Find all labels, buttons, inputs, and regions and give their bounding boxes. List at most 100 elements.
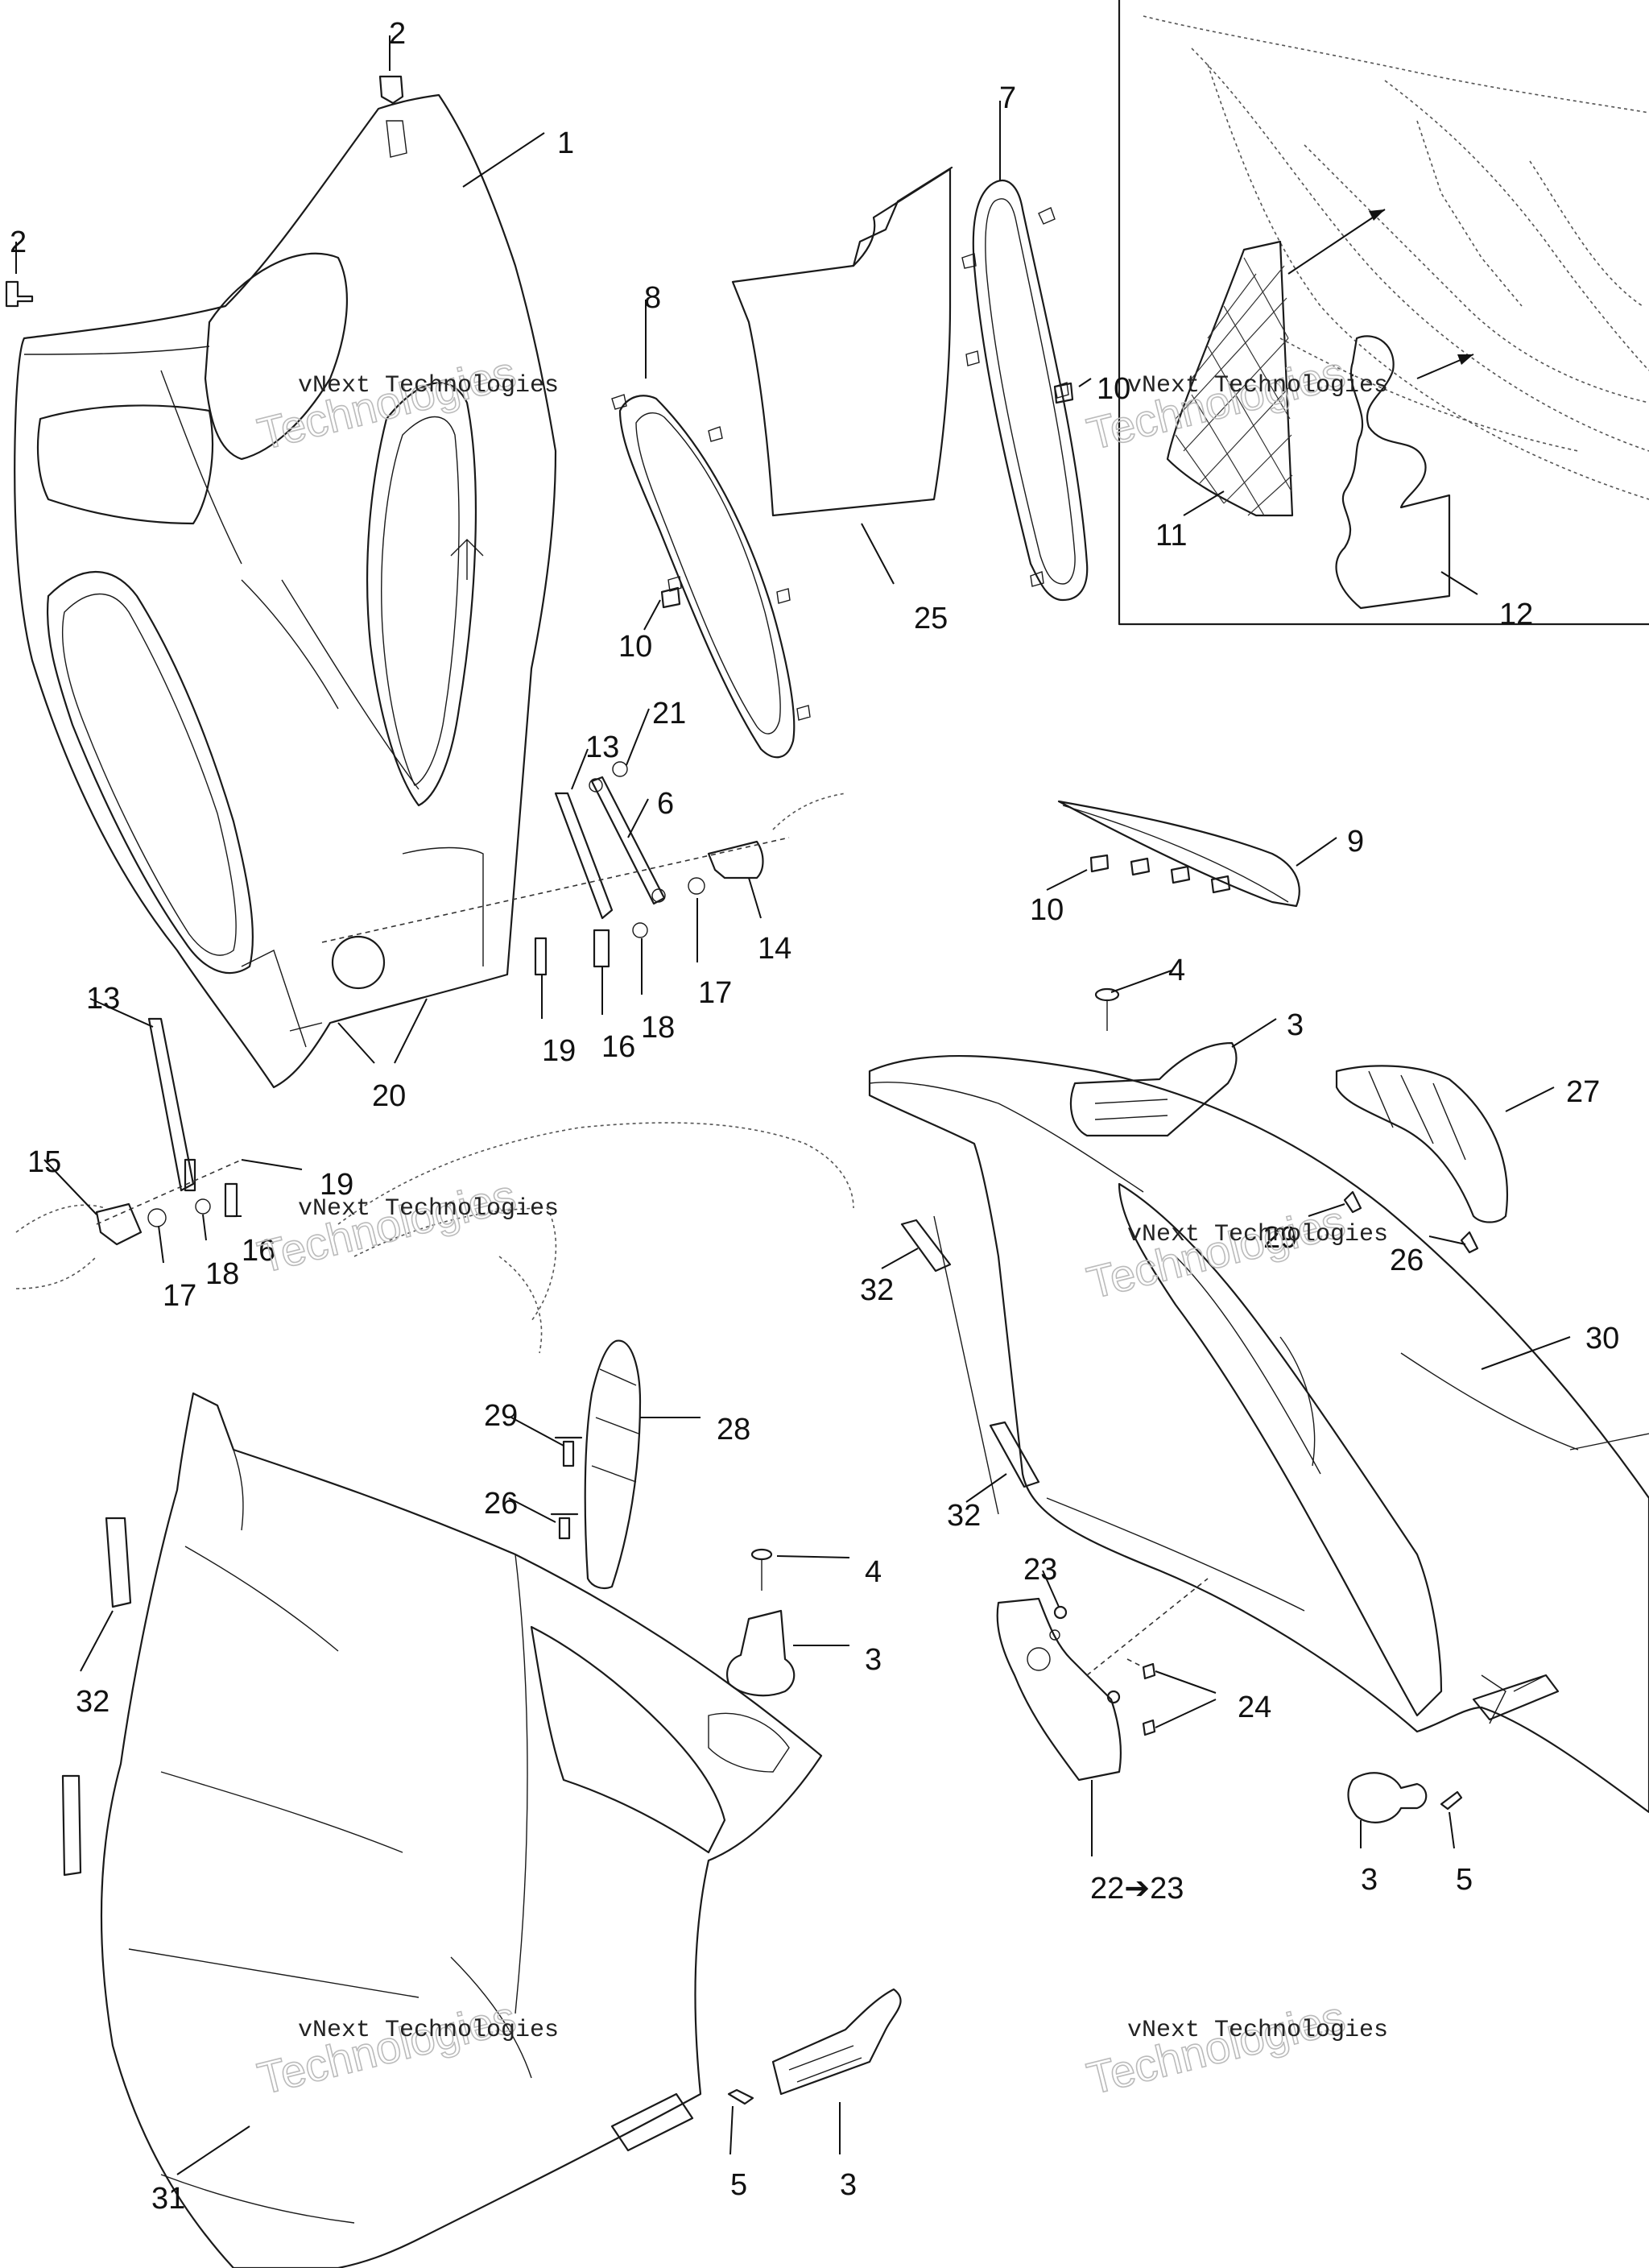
part-13-6-14-brackets — [321, 761, 846, 976]
callout-c5b: 5 — [730, 2168, 747, 2202]
callout-c29b: 29 — [484, 1399, 518, 1433]
callout-c28: 28 — [717, 1413, 750, 1446]
part-1-side-panel — [14, 93, 557, 1089]
watermark-brand-text: vNext Technologies — [1127, 1221, 1388, 1248]
callout-c24: 24 — [1238, 1691, 1271, 1724]
watermark-ghost-text: Technologies — [253, 1991, 520, 2104]
callout-c1: 1 — [557, 126, 574, 160]
screws-26-29 — [550, 1190, 1479, 1540]
callout-c32c: 32 — [76, 1685, 110, 1719]
part-8-vent-frame — [611, 394, 811, 759]
part-28-trim — [584, 1339, 642, 1590]
watermark-wm-a: Technologies — [252, 346, 521, 460]
callout-c17a: 17 — [698, 976, 732, 1010]
callout-c2b: 2 — [10, 226, 27, 259]
part-3-handle-lower — [771, 1988, 902, 2096]
callout-c12: 12 — [1499, 598, 1533, 631]
part-5-screw-right — [1440, 1790, 1463, 1811]
watermark-ghost-text: Technologies — [253, 1169, 520, 1282]
callout-c8: 8 — [644, 281, 661, 315]
part-32-strips — [61, 1219, 1040, 1877]
callout-c11: 11 — [1155, 519, 1187, 553]
callout-c21: 21 — [652, 697, 686, 730]
watermark-ghost-text: Technologies — [1082, 346, 1349, 459]
callout-c25: 25 — [914, 602, 948, 635]
part-25-gasket — [731, 166, 953, 517]
inset-detail-box — [1118, 0, 1649, 626]
callout-c10a: 10 — [1097, 372, 1130, 406]
part-22-latch-plate — [996, 1578, 1209, 1782]
watermark-ghost-text: Technologies — [1082, 1991, 1349, 2104]
part-12-foam-block — [1335, 335, 1451, 610]
callout-c10b: 10 — [618, 630, 652, 664]
callout-c29a: 29 — [1263, 1221, 1297, 1255]
callout-c16b: 16 — [242, 1234, 275, 1268]
leader-lines — [15, 35, 1571, 2175]
callout-c3a: 3 — [1287, 1008, 1304, 1042]
callout-c9: 9 — [1347, 825, 1364, 859]
part-5-screw-lower — [727, 2088, 754, 2105]
part-7-vent-frame — [961, 180, 1089, 602]
watermark-ghost-text: Technologies — [1082, 1195, 1349, 1308]
part-31-side-panel — [101, 1392, 823, 2268]
callout-c27: 27 — [1566, 1075, 1600, 1109]
callout-c22: 22➔23 — [1090, 1872, 1184, 1906]
callout-c31: 31 — [151, 2182, 185, 2216]
callout-c4b: 4 — [865, 1555, 882, 1589]
part-27-trim — [1335, 1065, 1509, 1223]
callout-c17b: 17 — [163, 1279, 196, 1313]
part-3-handle-upper — [1069, 1041, 1238, 1137]
callout-c23: 23 — [1023, 1553, 1057, 1587]
part-13-15-left-brackets — [15, 1017, 242, 1289]
callout-c13b: 13 — [86, 982, 120, 1016]
callout-c19b: 19 — [320, 1168, 353, 1202]
watermark-brand-text: vNext Technologies — [298, 1195, 559, 1223]
part-2-clip-left — [5, 280, 34, 308]
watermark-ghost-text: Technologies — [253, 346, 520, 459]
part-30-side-panel — [868, 1054, 1649, 1814]
callout-c30: 30 — [1585, 1322, 1619, 1355]
part-4-pin-upper — [1094, 987, 1120, 1031]
callout-c5a: 5 — [1456, 1863, 1473, 1897]
part-9-trim-strip — [1057, 800, 1300, 908]
callout-c32a: 32 — [860, 1273, 894, 1307]
watermark-wm-e: Technologies — [252, 1990, 521, 2105]
watermark-brand-text: vNext Technologies — [1127, 2017, 1388, 2044]
watermark-brand-text: vNext Technologies — [1127, 372, 1388, 399]
callout-c3c: 3 — [1361, 1863, 1378, 1897]
callout-c26a: 26 — [1390, 1244, 1424, 1277]
callout-c14: 14 — [758, 932, 791, 966]
part-4-pin-mid — [750, 1548, 773, 1591]
watermark-brand-text: vNext Technologies — [298, 2017, 559, 2044]
callout-c10c: 10 — [1030, 893, 1064, 927]
callout-c15: 15 — [27, 1145, 61, 1179]
callout-c7: 7 — [999, 81, 1016, 115]
chassis-ghost-left — [337, 1122, 854, 1354]
callout-c19a: 19 — [542, 1034, 576, 1068]
callout-c32b: 32 — [947, 1499, 981, 1533]
callout-c16a: 16 — [601, 1030, 635, 1064]
callout-c6: 6 — [657, 787, 674, 821]
callout-c13a: 13 — [585, 730, 619, 764]
callout-c3b: 3 — [865, 1643, 882, 1677]
part-10-clips — [660, 382, 1231, 894]
watermark-brand-text: vNext Technologies — [298, 372, 559, 399]
callout-c2a: 2 — [389, 17, 406, 51]
callout-c18b: 18 — [205, 1257, 239, 1291]
watermark-wm-d: Technologies — [1081, 1194, 1350, 1309]
callout-c4a: 4 — [1168, 954, 1185, 987]
callout-c20: 20 — [372, 1079, 406, 1113]
part-11-foam-pad — [1166, 240, 1294, 517]
part-2-clip-top — [378, 75, 404, 105]
callout-c18a: 18 — [641, 1011, 675, 1045]
callout-c3d: 3 — [840, 2168, 857, 2202]
part-3-handle-right — [1347, 1772, 1428, 1823]
callout-c26b: 26 — [484, 1487, 518, 1521]
watermark-wm-b: Technologies — [1081, 346, 1350, 460]
part-3-handle-mid — [726, 1609, 796, 1697]
watermark-wm-f: Technologies — [1081, 1990, 1350, 2105]
